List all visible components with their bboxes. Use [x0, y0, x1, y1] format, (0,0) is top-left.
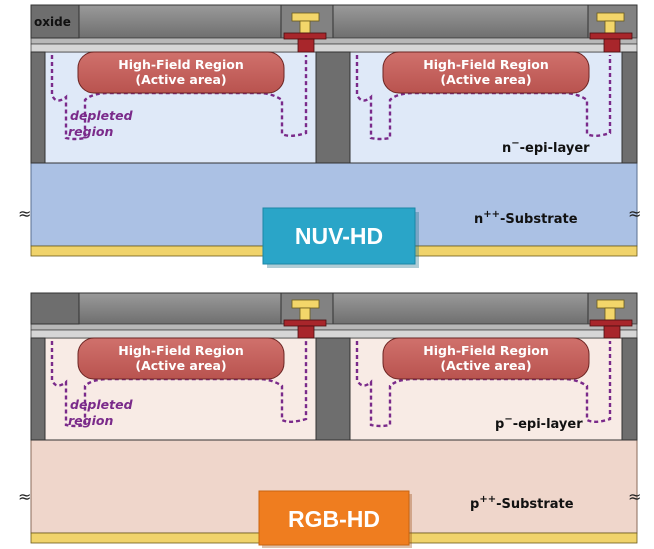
badge-label: RGB-HD — [288, 506, 380, 532]
passivation-layer — [30, 43, 638, 53]
active-region-label: High-Field Region — [118, 57, 244, 72]
oxide-corner — [30, 292, 80, 325]
passivation-layer — [30, 323, 638, 331]
technology-badge: RGB-HD — [258, 490, 412, 548]
badge-label: NUV-HD — [295, 223, 383, 249]
epi-layer-label: n−-epi-layer — [502, 138, 590, 156]
passivation-layer — [30, 37, 638, 45]
active-region-label: High-Field Region — [118, 343, 244, 358]
depleted-region-outline — [355, 341, 612, 428]
depleted-region-outline — [50, 341, 308, 428]
trench — [315, 51, 351, 164]
trench — [621, 51, 638, 164]
trench — [30, 51, 46, 164]
depleted-region-label: region — [68, 413, 113, 428]
depleted-region-label: region — [68, 124, 113, 139]
passivation-layer — [30, 329, 638, 339]
break-mark-icon: ≈ — [18, 204, 31, 223]
active-region-sublabel: (Active area) — [440, 358, 531, 373]
active-region-sublabel: (Active area) — [440, 72, 531, 87]
active-area — [382, 337, 590, 380]
technology-badge: NUV-HD — [262, 207, 419, 268]
top-contact — [283, 299, 327, 339]
break-mark-icon: ≈ — [18, 487, 31, 506]
break-mark-icon: ≈ — [628, 487, 641, 506]
active-area — [382, 51, 590, 94]
top-contact — [589, 299, 633, 339]
oxide-layer — [332, 292, 589, 325]
oxide-label: oxide — [34, 15, 71, 29]
oxide-corner — [30, 4, 80, 39]
top-contact — [283, 12, 327, 53]
epi-layer-label: p−-epi-layer — [495, 414, 583, 432]
depleted-region-label: depleted — [70, 397, 134, 412]
depleted-region-label: depleted — [70, 108, 134, 123]
active-area — [77, 51, 285, 94]
trench — [30, 337, 46, 441]
substrate-label: n++-Substrate — [474, 209, 578, 227]
top-contact — [589, 12, 633, 53]
oxide-layer — [332, 4, 589, 39]
active-region-label: High-Field Region — [423, 57, 549, 72]
trench — [621, 337, 638, 441]
break-mark-icon: ≈ — [628, 204, 641, 223]
active-region-sublabel: (Active area) — [135, 358, 226, 373]
active-area — [77, 337, 285, 380]
substrate-label: p++-Substrate — [470, 494, 574, 512]
panel-rgb: High-Field Region (Active area) High-Fie… — [18, 292, 641, 548]
panel-nuv: oxide High-Field Region (Active area) Hi… — [18, 4, 641, 268]
active-region-sublabel: (Active area) — [135, 72, 226, 87]
trench — [315, 337, 351, 441]
active-region-label: High-Field Region — [423, 343, 549, 358]
